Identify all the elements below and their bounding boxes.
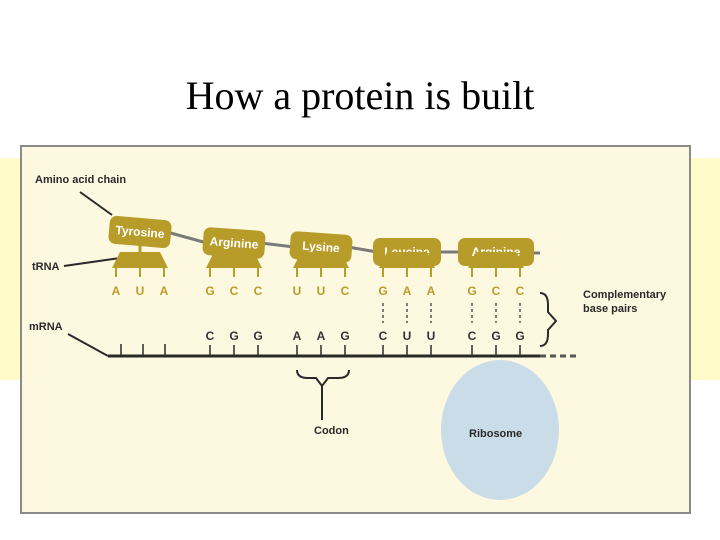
amino-chain-leader — [79, 191, 113, 216]
trna-leader — [63, 257, 121, 267]
complementary-label: Complementary — [583, 289, 667, 301]
mrna-base: U — [427, 329, 436, 343]
mrna-leader — [67, 333, 109, 357]
trna-unit: LeucineGAACUU — [373, 238, 441, 356]
anticodon-base: U — [136, 284, 145, 298]
trna-body — [379, 252, 435, 268]
mrna-base: A — [293, 329, 302, 343]
anticodon-base: C — [492, 284, 501, 298]
mrna-base: G — [491, 329, 500, 343]
mrna-base: C — [379, 329, 388, 343]
complementary-bracket — [539, 292, 558, 347]
peptide-bond — [347, 245, 378, 254]
mrna-base: G — [515, 329, 524, 343]
anticodon-base: A — [112, 284, 121, 298]
peptide-bond — [166, 230, 208, 245]
ribosome-label: Ribosome — [469, 428, 522, 440]
amino-acid: Arginine — [202, 227, 266, 259]
trna-body — [112, 252, 168, 268]
trna-body — [293, 252, 349, 268]
anticodon-base: A — [427, 284, 436, 298]
anticodon-base: C — [254, 284, 263, 298]
amino-acid-label: Lysine — [302, 239, 341, 256]
amino-acid-box — [202, 227, 266, 259]
anticodon-base: G — [205, 284, 214, 298]
mrna-base: G — [340, 329, 349, 343]
anticodon-base: A — [403, 284, 412, 298]
anticodon-base: C — [341, 284, 350, 298]
mrna-base: G — [229, 329, 238, 343]
mrna-base: G — [253, 329, 262, 343]
slide-title: How a protein is built — [185, 73, 535, 118]
codon-bracket — [296, 369, 350, 388]
trna-body — [206, 252, 262, 268]
anticodon-base: C — [516, 284, 525, 298]
trna-body — [468, 252, 524, 268]
anticodon-base: U — [317, 284, 326, 298]
codon-label: Codon — [314, 425, 349, 437]
anticodon-base: G — [378, 284, 387, 298]
base-pairs-label: base pairs — [583, 303, 637, 315]
mrna-base: C — [206, 329, 215, 343]
amino-acid-label: Arginine — [209, 234, 259, 251]
amino-acid-box — [108, 215, 172, 249]
mrna-base: U — [403, 329, 412, 343]
mrna-base: C — [468, 329, 477, 343]
anticodon-base: C — [230, 284, 239, 298]
amino-acid-label: Tyrosine — [115, 223, 165, 241]
anticodon-base: U — [293, 284, 302, 298]
mrna-base: A — [317, 329, 326, 343]
trna-label: tRNA — [32, 261, 60, 273]
mrna-label: mRNA — [29, 321, 63, 333]
ribosome — [441, 360, 559, 500]
amino-acid: Tyrosine — [108, 215, 172, 249]
amino-acid-chain-label: Amino acid chain — [35, 174, 126, 186]
diagram-frame — [20, 145, 691, 514]
anticodon-base: G — [467, 284, 476, 298]
peptide-bond — [260, 241, 295, 249]
anticodon-base: A — [160, 284, 169, 298]
